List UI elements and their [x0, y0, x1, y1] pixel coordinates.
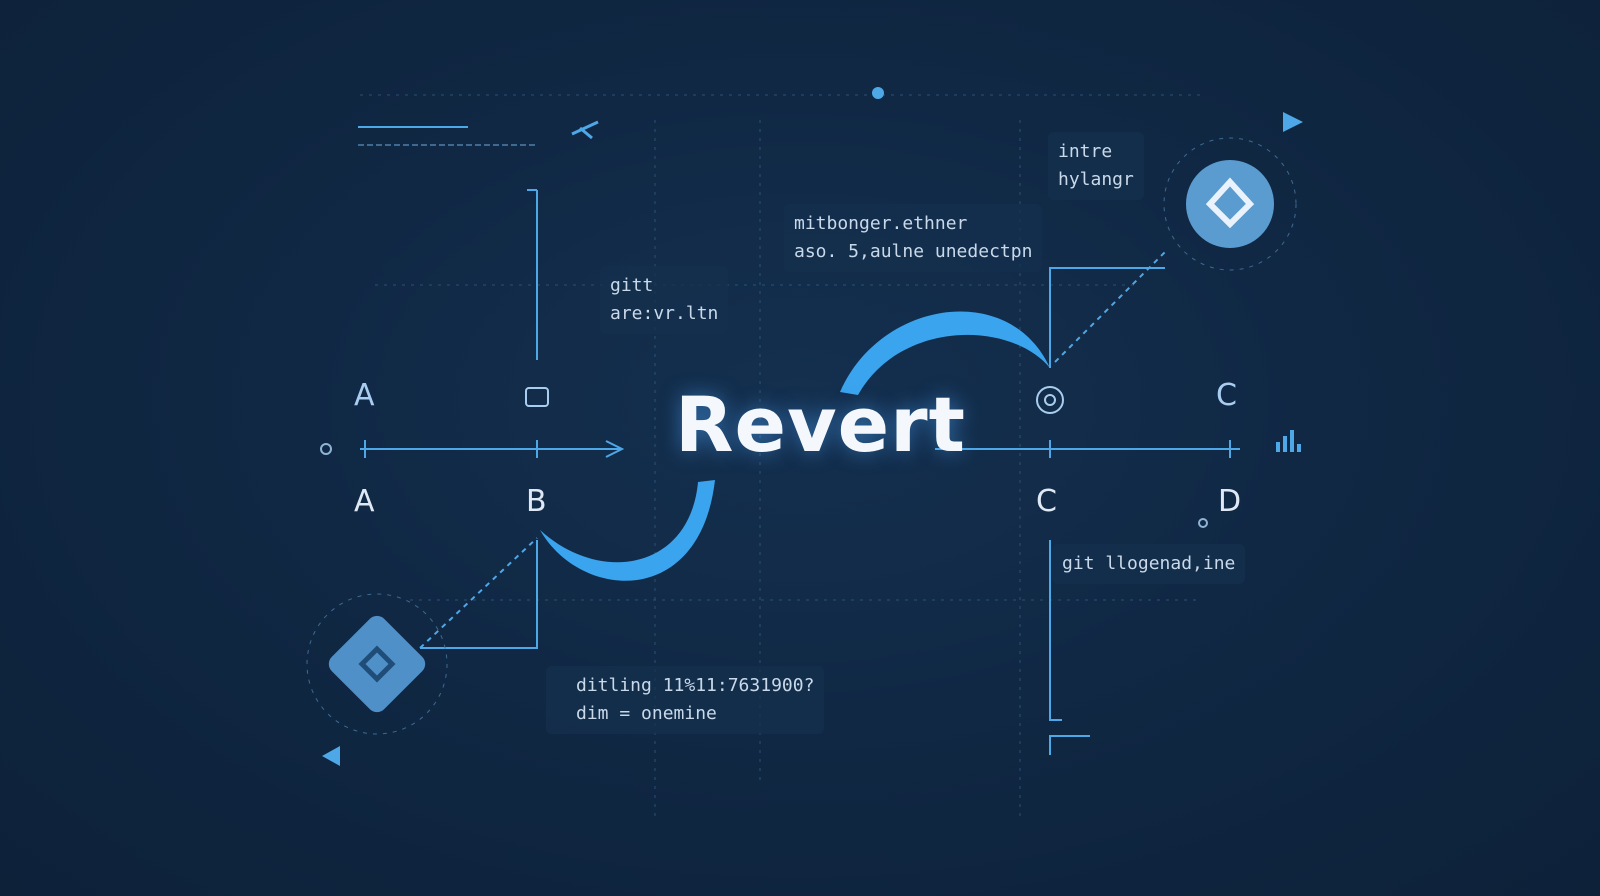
sparkle-icon [571, 120, 599, 140]
card-line: aso. 5,aulne unedectpn [794, 241, 1033, 262]
back-icon [322, 746, 340, 766]
label-d: D [1218, 484, 1242, 519]
log-card: git llogenad,ine [1052, 544, 1246, 584]
label-b: B [526, 484, 547, 519]
label-c: C [1036, 484, 1057, 519]
revert-arc-top [840, 311, 1050, 395]
intre-card: intre hylangr [1048, 132, 1144, 200]
dot [872, 87, 884, 99]
card-line: are:vr.ltn [610, 303, 719, 324]
start-node [320, 443, 332, 455]
card-line: intre [1058, 141, 1113, 162]
label-top-c: C [1216, 378, 1237, 413]
revert-arc-bottom [540, 480, 715, 581]
card-line: gitt [610, 275, 654, 296]
gear-icon [1036, 386, 1064, 414]
timeline [360, 189, 1240, 755]
card-line: mitbonger.ethner [794, 213, 968, 234]
commit-card: ditling 11%11:7631900? dim = onemine [546, 666, 825, 734]
bar-chart-icon [1276, 430, 1301, 452]
card-line: hylangr [1058, 169, 1134, 190]
git-logo-icon [306, 137, 1297, 735]
card-line: ditling 11%11:7631900? [576, 675, 815, 696]
merge-card: mitbonger.ethner aso. 5,aulne unedectpn [784, 204, 1043, 272]
card-line: git llogenad,ine [1062, 553, 1236, 574]
card-line: dim = onemine [576, 703, 717, 724]
label-top-a: A [354, 378, 375, 413]
play-icon [1283, 112, 1303, 132]
label-a: A [354, 484, 375, 519]
box-icon [525, 387, 549, 407]
git-card: gitt are:vr.ltn [600, 266, 729, 334]
revert-title: Revert [675, 380, 966, 469]
